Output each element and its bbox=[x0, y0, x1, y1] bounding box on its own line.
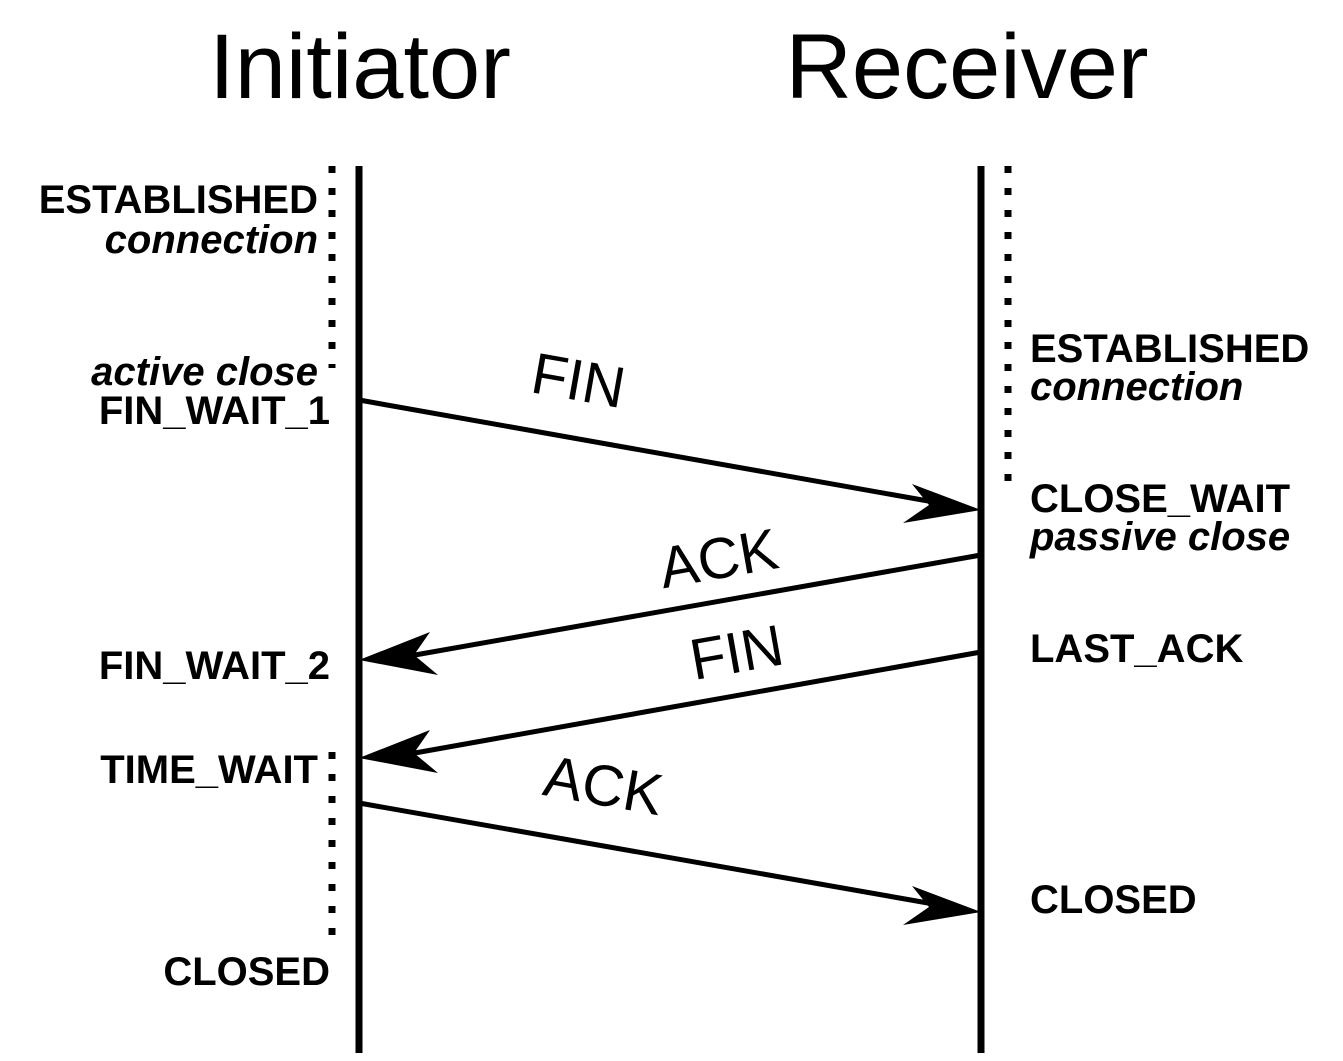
ack-2-arrow-head bbox=[903, 886, 981, 925]
fin-1-arrow-line bbox=[358, 397, 946, 507]
initiator-state-time-wait: TIME_WAIT bbox=[100, 748, 318, 792]
initiator-state-fin-wait-2: FIN_WAIT_2 bbox=[99, 644, 330, 688]
receiver-state-last-ack: LAST_ACK bbox=[1030, 627, 1243, 671]
initiator-note-connection: connection bbox=[105, 218, 318, 262]
receiver-state-established: ESTABLISHED bbox=[1030, 327, 1309, 371]
fin-2-arrow-head bbox=[359, 730, 438, 773]
fin-1-arrow-head bbox=[903, 484, 981, 523]
initiator-state-fin-wait-1: FIN_WAIT_1 bbox=[99, 389, 330, 433]
receiver-note-connection: connection bbox=[1030, 365, 1243, 409]
fin-2-arrow-line bbox=[397, 649, 982, 759]
ack-1-label: ACK bbox=[654, 516, 783, 601]
receiver-state-close-wait: CLOSE_WAIT bbox=[1030, 477, 1290, 521]
initiator-note-active-close: active close bbox=[91, 350, 318, 394]
ack-1-arrow-line bbox=[397, 552, 982, 661]
fin-2-label: FIN bbox=[685, 613, 788, 693]
ack-2-label: ACK bbox=[539, 743, 668, 828]
initiator-state-established: ESTABLISHED bbox=[39, 178, 318, 222]
fin-1-label: FIN bbox=[527, 341, 630, 421]
receiver-title: Receiver bbox=[785, 16, 1148, 118]
receiver-state-closed: CLOSED bbox=[1030, 878, 1197, 922]
ack-2-arrow-line bbox=[358, 800, 946, 909]
initiator-state-closed: CLOSED bbox=[163, 950, 330, 994]
receiver-note-passive-close: passive close bbox=[1029, 515, 1290, 559]
ack-1-arrow-head bbox=[359, 632, 438, 675]
initiator-title: Initiator bbox=[209, 16, 511, 118]
